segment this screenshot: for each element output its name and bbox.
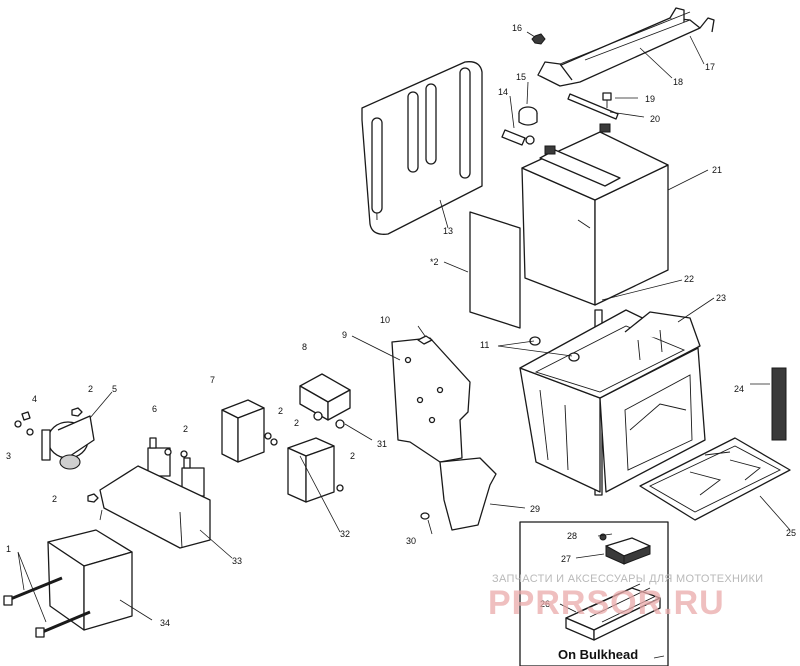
callout-28: 28	[567, 531, 577, 541]
retaining-rod	[567, 93, 619, 120]
regulator-8	[299, 373, 351, 429]
fastener-10	[417, 335, 433, 345]
callout-10: 10	[380, 315, 390, 325]
block-27	[605, 537, 651, 565]
small-parts-3-4	[14, 411, 34, 436]
screw-30	[420, 512, 430, 520]
callout-2-d: 2	[278, 406, 283, 416]
inset-caption: On Bulkhead	[558, 647, 638, 662]
callout-31: 31	[377, 439, 387, 449]
callout-30: 30	[406, 536, 416, 546]
module-7	[221, 399, 278, 463]
callout-17: 17	[705, 62, 715, 72]
callout-20: 20	[650, 114, 660, 124]
callout-18: 18	[673, 77, 683, 87]
nut-16	[531, 33, 546, 45]
callout-8: 8	[302, 342, 307, 352]
callout-3: 3	[6, 451, 11, 461]
watermark: ЗАПЧАСТИ И АКСЕССУАРЫ ДЛЯ МОТОТЕХНИКИ PP…	[488, 573, 763, 622]
solenoid-5	[41, 415, 95, 470]
callout-1: 1	[6, 544, 11, 554]
callout-19: 19	[645, 94, 655, 104]
callout-2-c: 2	[183, 424, 188, 434]
battery-pad	[469, 211, 521, 329]
watermark-logo: PPRRSOR.RU	[488, 584, 725, 622]
relay-bracket	[99, 465, 211, 549]
cap-15	[518, 106, 538, 126]
leader-lines	[17, 31, 791, 659]
callout-23: 23	[716, 293, 726, 303]
callout-11: 11	[480, 340, 489, 350]
mounting-bracket	[391, 337, 471, 463]
watermark-tagline: ЗАПЧАСТИ И АКСЕССУАРЫ ДЛЯ МОТОТЕХНИКИ	[492, 573, 763, 585]
callout-16: 16	[512, 23, 522, 33]
heatsink-26	[565, 583, 661, 641]
bolts-1	[3, 576, 91, 638]
callout-13: 13	[443, 226, 453, 236]
battery-hold-down-strap	[537, 7, 715, 87]
callout-22: 22	[684, 274, 694, 284]
battery	[521, 123, 669, 306]
callout-5: 5	[112, 384, 117, 394]
battery-box	[519, 309, 706, 493]
callout-4: 4	[32, 394, 37, 404]
module-32	[287, 437, 344, 503]
control-box	[47, 529, 133, 631]
battery-shield-panel	[361, 61, 483, 235]
callout-6: 6	[152, 404, 157, 414]
screw-19	[602, 92, 612, 108]
washers-2	[71, 407, 99, 503]
callout-7: 7	[210, 375, 215, 385]
callout-29: 29	[530, 504, 540, 514]
callout-12: *2	[430, 257, 439, 267]
callout-2-b: 2	[52, 494, 57, 504]
callout-2-a: 2	[88, 384, 93, 394]
strip-24	[771, 367, 787, 441]
bulkhead-inset	[519, 521, 669, 666]
callout-2-e: 2	[294, 418, 299, 428]
callout-25: 25	[786, 528, 796, 538]
callout-14: 14	[498, 87, 508, 97]
vent-tube-14	[501, 129, 535, 146]
callout-15: 15	[516, 72, 526, 82]
callout-32: 32	[340, 529, 350, 539]
callout-2-f: 2	[350, 451, 355, 461]
callout-9: 9	[342, 330, 347, 340]
callout-33: 33	[232, 556, 242, 566]
battery-tray	[639, 437, 791, 521]
callout-34: 34	[160, 618, 170, 628]
plate-29	[439, 457, 497, 531]
callout-24: 24	[734, 384, 744, 394]
callout-27: 27	[561, 554, 571, 564]
bolts-11	[529, 336, 580, 362]
callout-26: 26	[540, 599, 550, 609]
callout-labels: 1 2 2 2 2 2 2 3 4 5 6 7 8 9 10 11 *2 13 …	[6, 23, 796, 628]
callout-21: 21	[712, 165, 722, 175]
